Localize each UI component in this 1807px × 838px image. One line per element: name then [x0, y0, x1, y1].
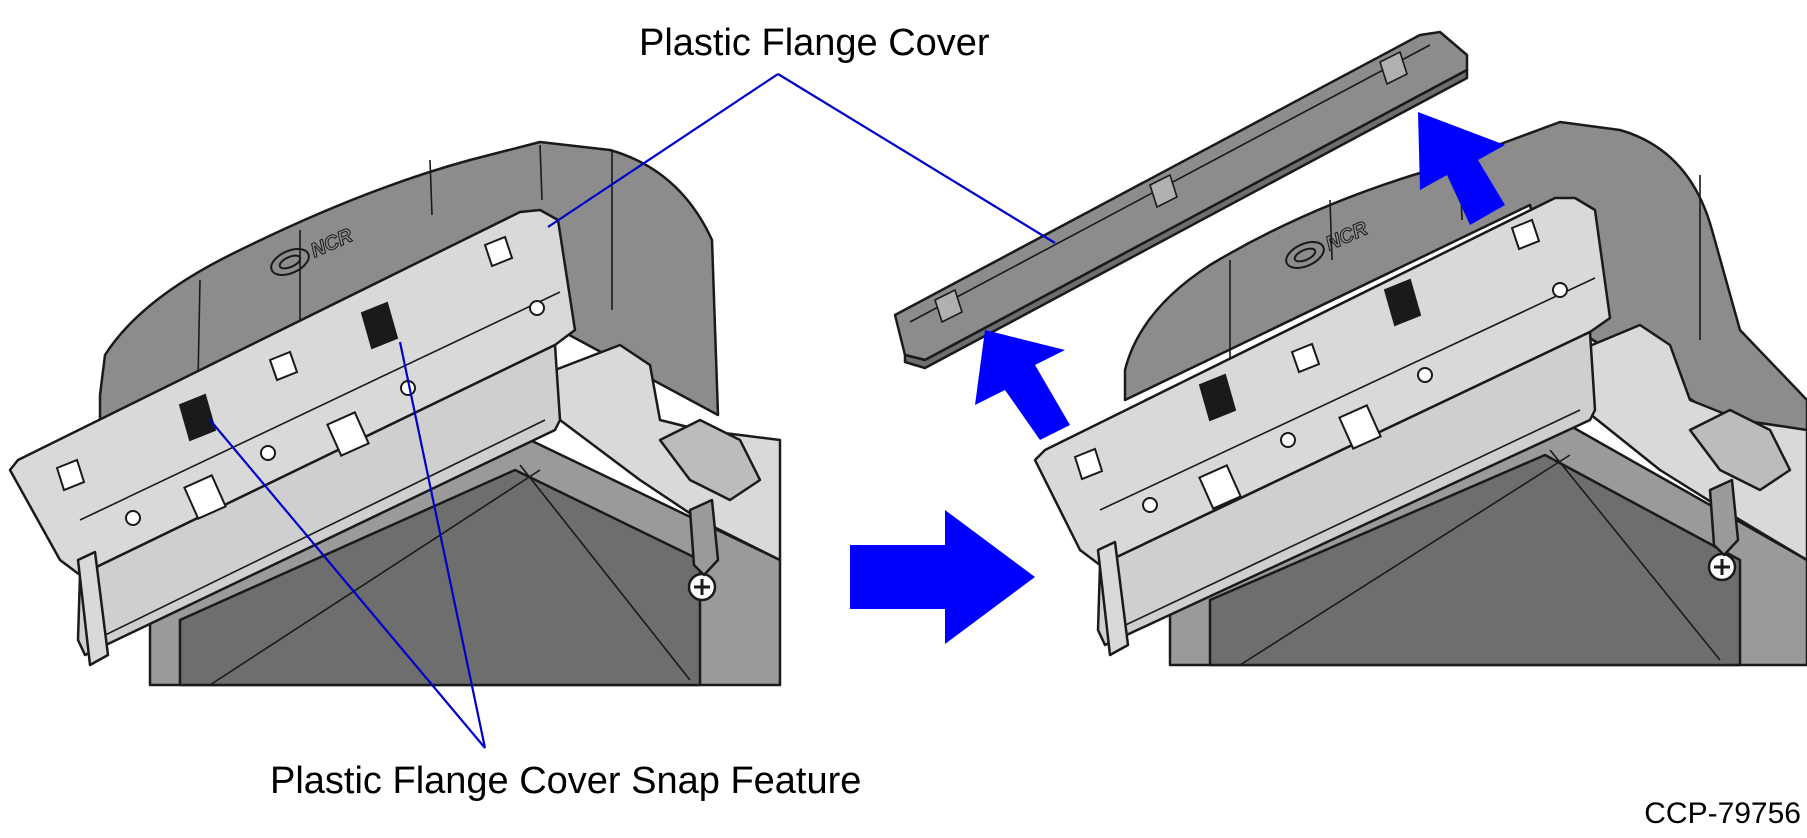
- leader-snap-1: [209, 419, 486, 749]
- right-arrow-icon: [850, 510, 1035, 644]
- screw-icon: [1707, 552, 1737, 582]
- side-bracket-right: [1578, 323, 1807, 562]
- leader-cover-right: [777, 73, 1056, 244]
- flange-plate-left: [8, 208, 577, 577]
- plate-rivets-left: [125, 300, 545, 526]
- up-arrow-icon: [975, 330, 1070, 440]
- plate-rivets-right: [1142, 282, 1568, 513]
- scanner-before: NCR: [8, 140, 782, 687]
- figure-id: CCP-79756: [1644, 797, 1801, 830]
- tower-housing-right: [1123, 120, 1807, 472]
- scanner-after: NCR: [1033, 120, 1807, 667]
- leader-lines: [209, 73, 1056, 749]
- plastic-flange-cover-part: [893, 30, 1469, 370]
- snap-slots-right: [1073, 218, 1541, 510]
- callout-plastic-flange-cover: Plastic Flange Cover: [639, 22, 990, 64]
- screw-icon: [687, 572, 717, 602]
- side-bracket-left: [553, 343, 782, 562]
- up-arrow-icon: [1418, 112, 1505, 225]
- callout-snap-feature: Plastic Flange Cover Snap Feature: [270, 760, 862, 802]
- snap-slots-left: [55, 235, 514, 520]
- leader-cover-left: [547, 73, 779, 228]
- tower-housing-left: [98, 140, 720, 432]
- leader-snap-2: [398, 341, 487, 749]
